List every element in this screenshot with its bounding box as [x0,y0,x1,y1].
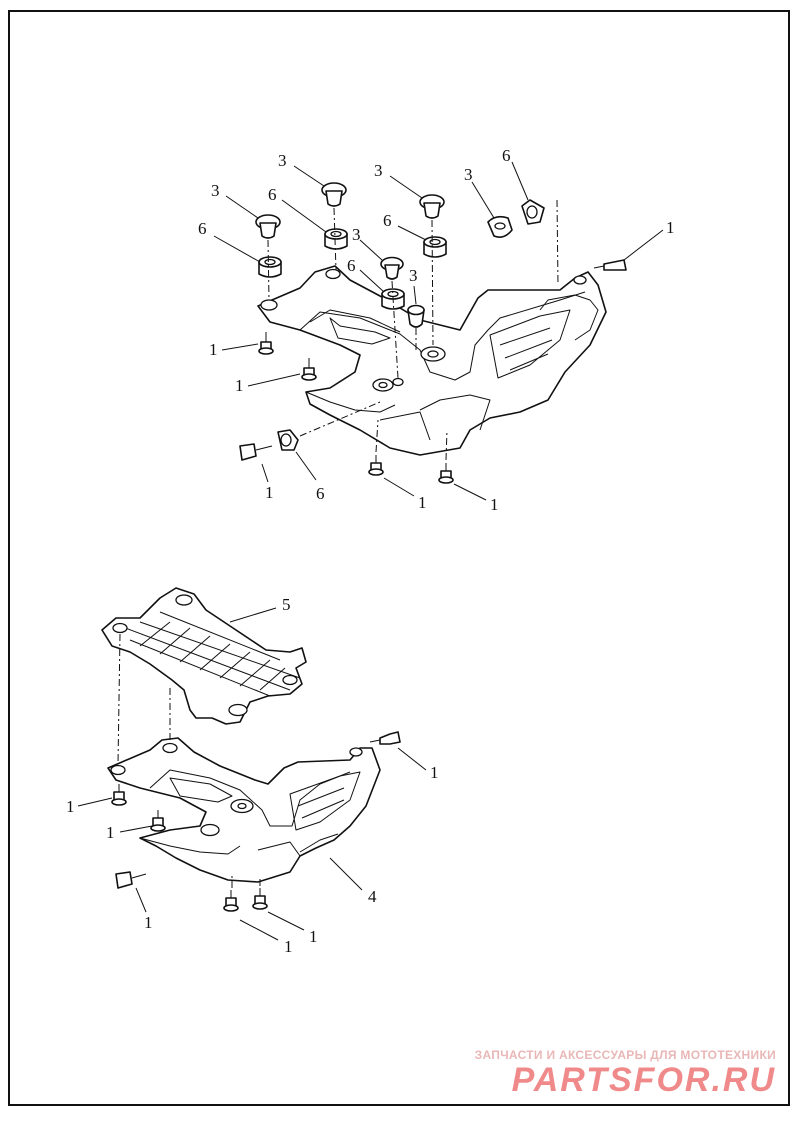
bolt-1-l [252,888,268,910]
callout-part-1: 1 [666,218,675,237]
grommet-3-d [380,256,404,280]
callout-part-6: 6 [316,484,325,503]
drawing-frame [8,10,790,1106]
top-assembly: 3 3 3 3 3 3 6 6 6 6 6 6 1 1 1 1 1 1 [198,146,675,514]
bolt-1-h [111,784,127,806]
callout-part-1: 1 [309,927,318,946]
callout-part-3: 3 [278,151,287,170]
bushing-6-b [423,236,447,258]
grommet-3-a [321,182,347,207]
bolt-1-e [368,455,384,476]
callout-part-4: 4 [368,887,377,906]
callout-part-6: 6 [383,211,392,230]
bolt-1-f [438,463,454,484]
grommet-3-c [255,214,281,239]
callout-part-1: 1 [235,376,244,395]
callout-part-1: 1 [418,493,427,512]
skid-plate-4 [107,737,381,883]
bolt-1-b [258,332,274,355]
callout-part-3: 3 [352,225,361,244]
watermark-brand-logo: PARTSFOR.RU [511,1061,776,1099]
callout-part-3: 3 [374,161,383,180]
callout-part-1: 1 [265,483,274,502]
bushing-6-a [324,228,348,250]
grommet-3-b [419,194,445,219]
callout-part-1: 1 [66,797,75,816]
bolt-1-i [150,810,166,832]
grommet-3-f [407,304,425,328]
callout-part-6: 6 [268,185,277,204]
bolt-1-d [239,443,273,461]
grid-plate-5 [101,587,307,725]
callout-part-1: 1 [209,340,218,359]
callout-part-1: 1 [430,763,439,782]
callout-part-1: 1 [144,913,153,932]
callout-part-1: 1 [284,937,293,956]
callout-part-1: 1 [490,495,499,514]
callout-part-6: 6 [347,256,356,275]
bolt-1-k [223,890,239,912]
bolt-1-c [301,358,317,381]
skid-plate-top [257,265,607,456]
callout-part-6: 6 [198,219,207,238]
callout-part-5: 5 [282,595,291,614]
watermark-tagline: ЗАПЧАСТИ И АКСЕССУАРЫ ДЛЯ МОТОТЕХНИКИ [474,1048,776,1062]
callout-part-3: 3 [409,266,418,285]
callout-part-3: 3 [464,165,473,184]
bushing-6-e [521,199,545,225]
grommet-3-e [487,215,513,238]
bushing-6-c [258,256,282,278]
callout-part-1: 1 [106,823,115,842]
bolt-1-a [593,259,627,271]
bottom-assembly: 5 1 1 1 1 4 1 1 [66,587,439,956]
bolt-1-g [369,731,401,745]
callout-part-3: 3 [211,181,220,200]
bushing-6-f [277,429,299,451]
watermark: ЗАПЧАСТИ И АКСЕССУАРЫ ДЛЯ МОТОТЕХНИКИ PA… [475,1048,776,1098]
bolt-1-j [115,871,147,889]
callout-part-6: 6 [502,146,511,165]
